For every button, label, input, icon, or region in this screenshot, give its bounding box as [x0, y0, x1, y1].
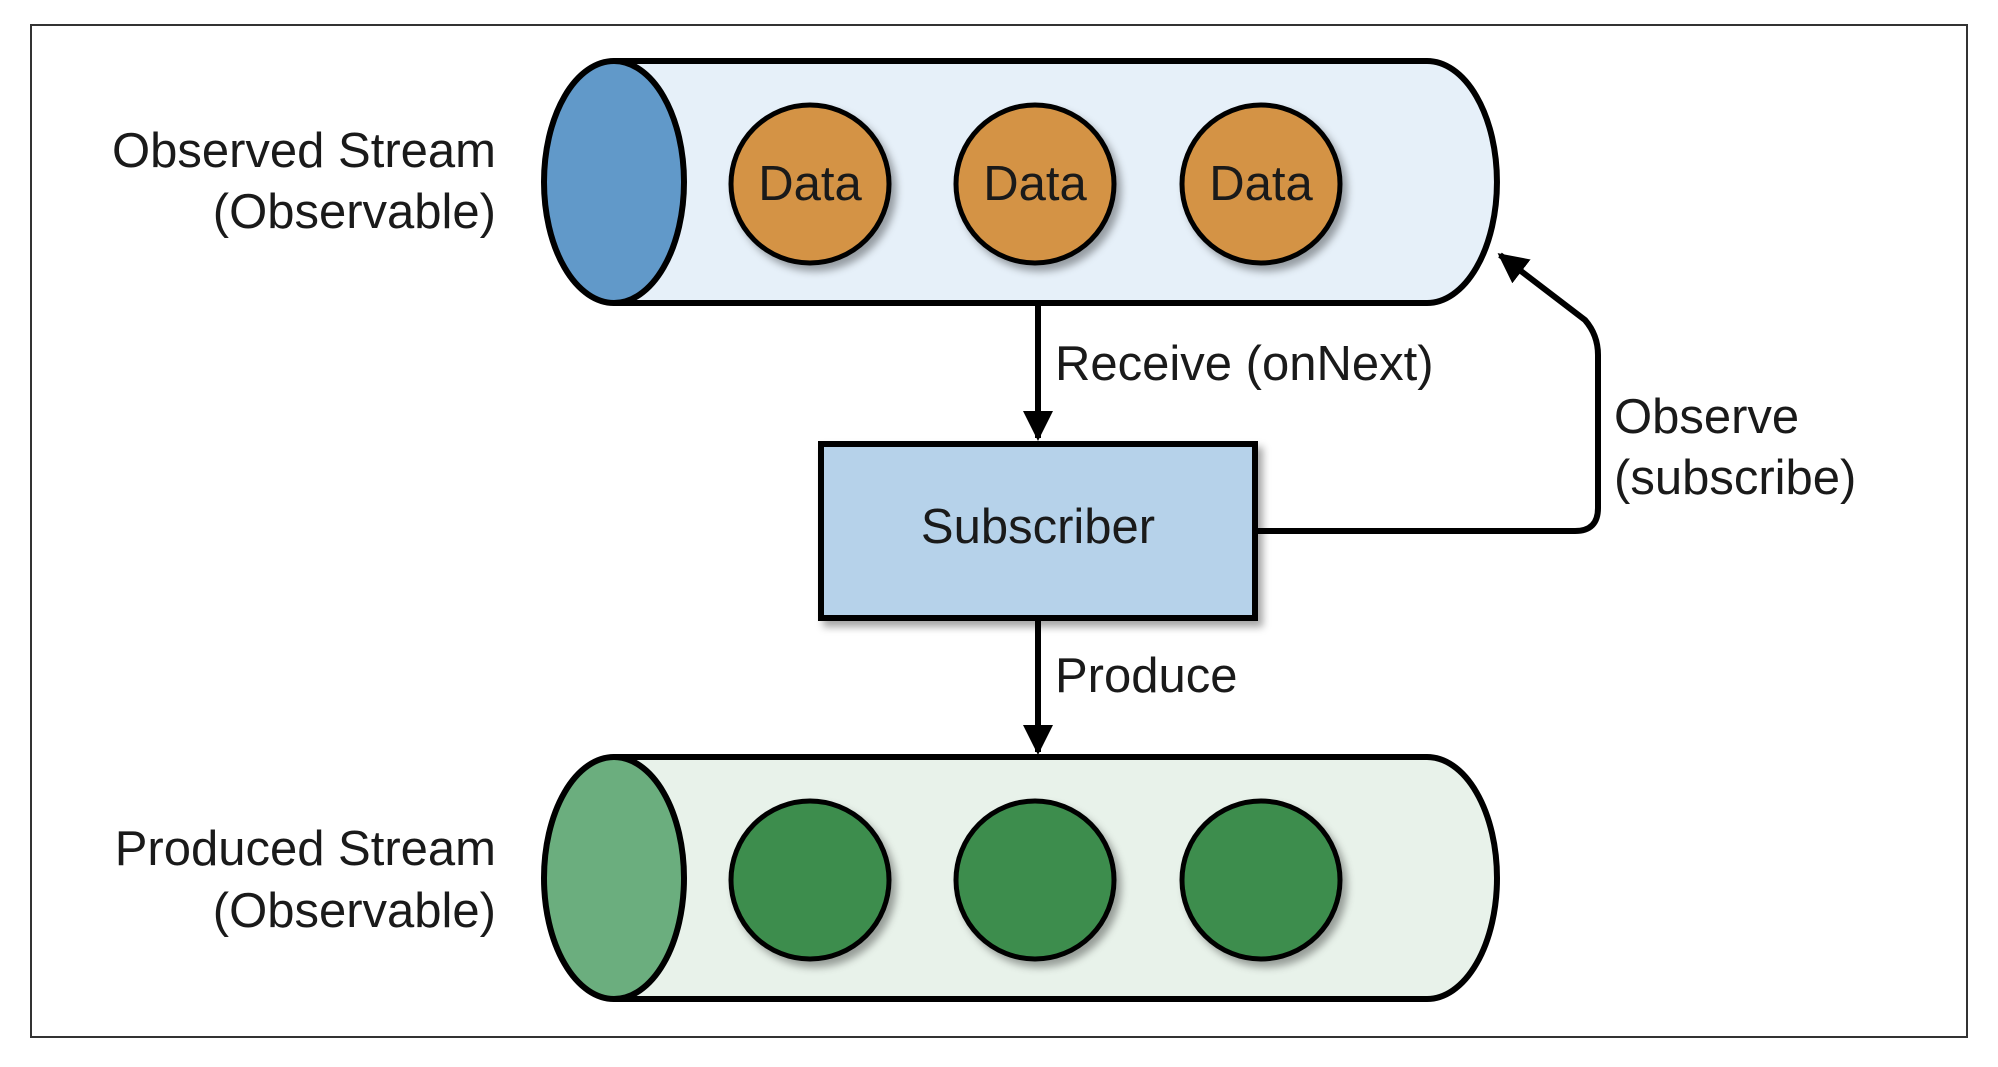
produced-node-2 [953, 798, 1117, 962]
produced-node-3 [1179, 798, 1343, 962]
receive-label: Receive (onNext) [1055, 337, 1434, 391]
data-node-1: Data [728, 102, 892, 266]
observed-stream-label-line1: Observed Stream [112, 124, 496, 178]
observed-stream-label-line2: (Observable) [213, 185, 496, 239]
produced-stream-cylinder-cap [541, 754, 687, 1002]
data-node-1-label: Data [758, 157, 862, 211]
observed-stream: Observed Stream (Observable) Data Data D… [112, 58, 1500, 306]
data-node-3-label: Data [1209, 157, 1313, 211]
subscriber-node: Subscriber [818, 441, 1258, 621]
data-node-3: Data [1179, 102, 1343, 266]
produced-stream-label-line1: Produced Stream [115, 822, 496, 876]
figure-frame [30, 24, 1968, 1038]
observe-label-line2: (subscribe) [1614, 451, 1856, 505]
data-node-2-label: Data [983, 157, 1087, 211]
observe-label-line1: Observe [1614, 390, 1799, 444]
produce-label: Produce [1055, 649, 1238, 703]
data-node-2: Data [953, 102, 1117, 266]
observe-arrow [1258, 252, 1601, 534]
observed-stream-cylinder-cap [541, 58, 687, 306]
produced-stream: Produced Stream (Observable) [115, 754, 1500, 1002]
produced-stream-label-line2: (Observable) [213, 884, 496, 938]
produced-node-1 [728, 798, 892, 962]
subscriber-label: Subscriber [921, 500, 1155, 554]
